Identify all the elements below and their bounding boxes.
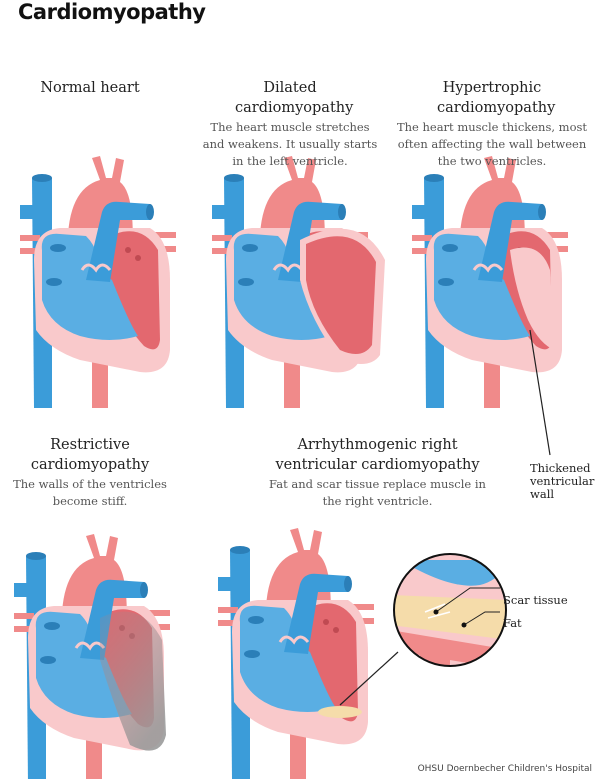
scar-tissue-label: Scar tissue <box>503 593 568 607</box>
panel-description: The heart muscle thickens, most often af… <box>396 120 588 168</box>
panel-heading: Dilated cardiomyopathy <box>235 80 354 116</box>
panel-heading: Restrictive cardiomyopathy <box>30 437 150 473</box>
credit: OHSU Doernbecher Children's Hospital <box>417 764 592 774</box>
restrictive-heart <box>14 534 170 779</box>
thickened-wall-label: Thickened ventricular wall <box>530 461 595 501</box>
panel-description: The walls of the ventricles become stiff… <box>13 477 167 508</box>
panel-heading: Arrhythmogenic right ventricular cardiom… <box>275 437 480 473</box>
panel-description: Fat and scar tissue replace muscle in th… <box>269 477 486 508</box>
panel-normal: Normal heart <box>10 78 170 98</box>
magnified-view <box>393 553 507 667</box>
panel-restrictive: Restrictive cardiomyopathy The walls of … <box>5 435 175 510</box>
panel-description: The heart muscle stretches and weakens. … <box>202 120 378 168</box>
panel-hypertrophic: Hypertrophic cardiomyopathy The heart mu… <box>392 78 592 170</box>
panel-heading: Normal heart <box>40 80 140 96</box>
panel-arvc: Arrhythmogenic right ventricular cardiom… <box>265 435 490 510</box>
hypertrophic-heart <box>412 156 568 456</box>
panel-dilated: Dilated cardiomyopathy The heart muscle … <box>200 78 380 170</box>
panel-heading: Hypertrophic cardiomyopathy <box>437 80 556 116</box>
normal-heart <box>20 156 176 408</box>
dilated-heart <box>212 156 385 408</box>
fat-label: Fat <box>503 616 522 630</box>
page-title: Cardiomyopathy <box>18 0 206 24</box>
arvc-heart <box>218 528 399 779</box>
